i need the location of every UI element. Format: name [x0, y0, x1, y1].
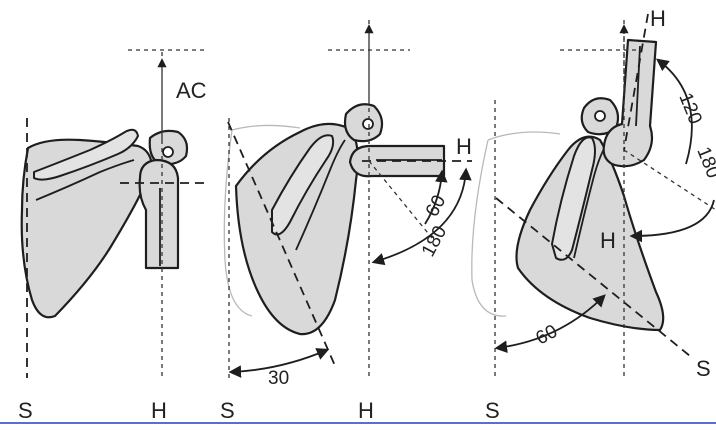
- label-30-middle: 30: [268, 368, 289, 389]
- label-ac: AC: [176, 78, 207, 103]
- scapula-middle: [236, 124, 358, 334]
- label-60-middle: 60: [422, 192, 450, 221]
- acromion-pin-right: [595, 111, 605, 121]
- label-s-right: S: [485, 398, 500, 423]
- label-s-line-right: S: [696, 356, 711, 381]
- label-h-arm-middle: H: [456, 134, 472, 159]
- arc-180-right: [632, 200, 714, 236]
- label-180-right: 180: [692, 144, 716, 181]
- label-s-rest: S: [18, 398, 33, 423]
- label-h-middle: H: [358, 398, 374, 423]
- figure-elevation-180: H 120 180 H 60 S S: [472, 6, 716, 423]
- label-180-middle: 180: [418, 222, 451, 260]
- figure-rest: AC S H: [18, 50, 208, 423]
- label-h-top-right: H: [650, 6, 666, 31]
- label-60-right: 60: [532, 321, 561, 349]
- figure-abduction-90: H 60 180 30 S H: [220, 20, 472, 423]
- label-s-middle: S: [220, 398, 235, 423]
- label-h-arc-right: H: [600, 228, 616, 253]
- label-h-rest: H: [151, 398, 167, 423]
- acromion-pin-middle: [363, 119, 373, 129]
- humerus-rest: [140, 160, 178, 268]
- acromion-pin-rest: [163, 147, 173, 157]
- label-120-right: 120: [674, 90, 705, 127]
